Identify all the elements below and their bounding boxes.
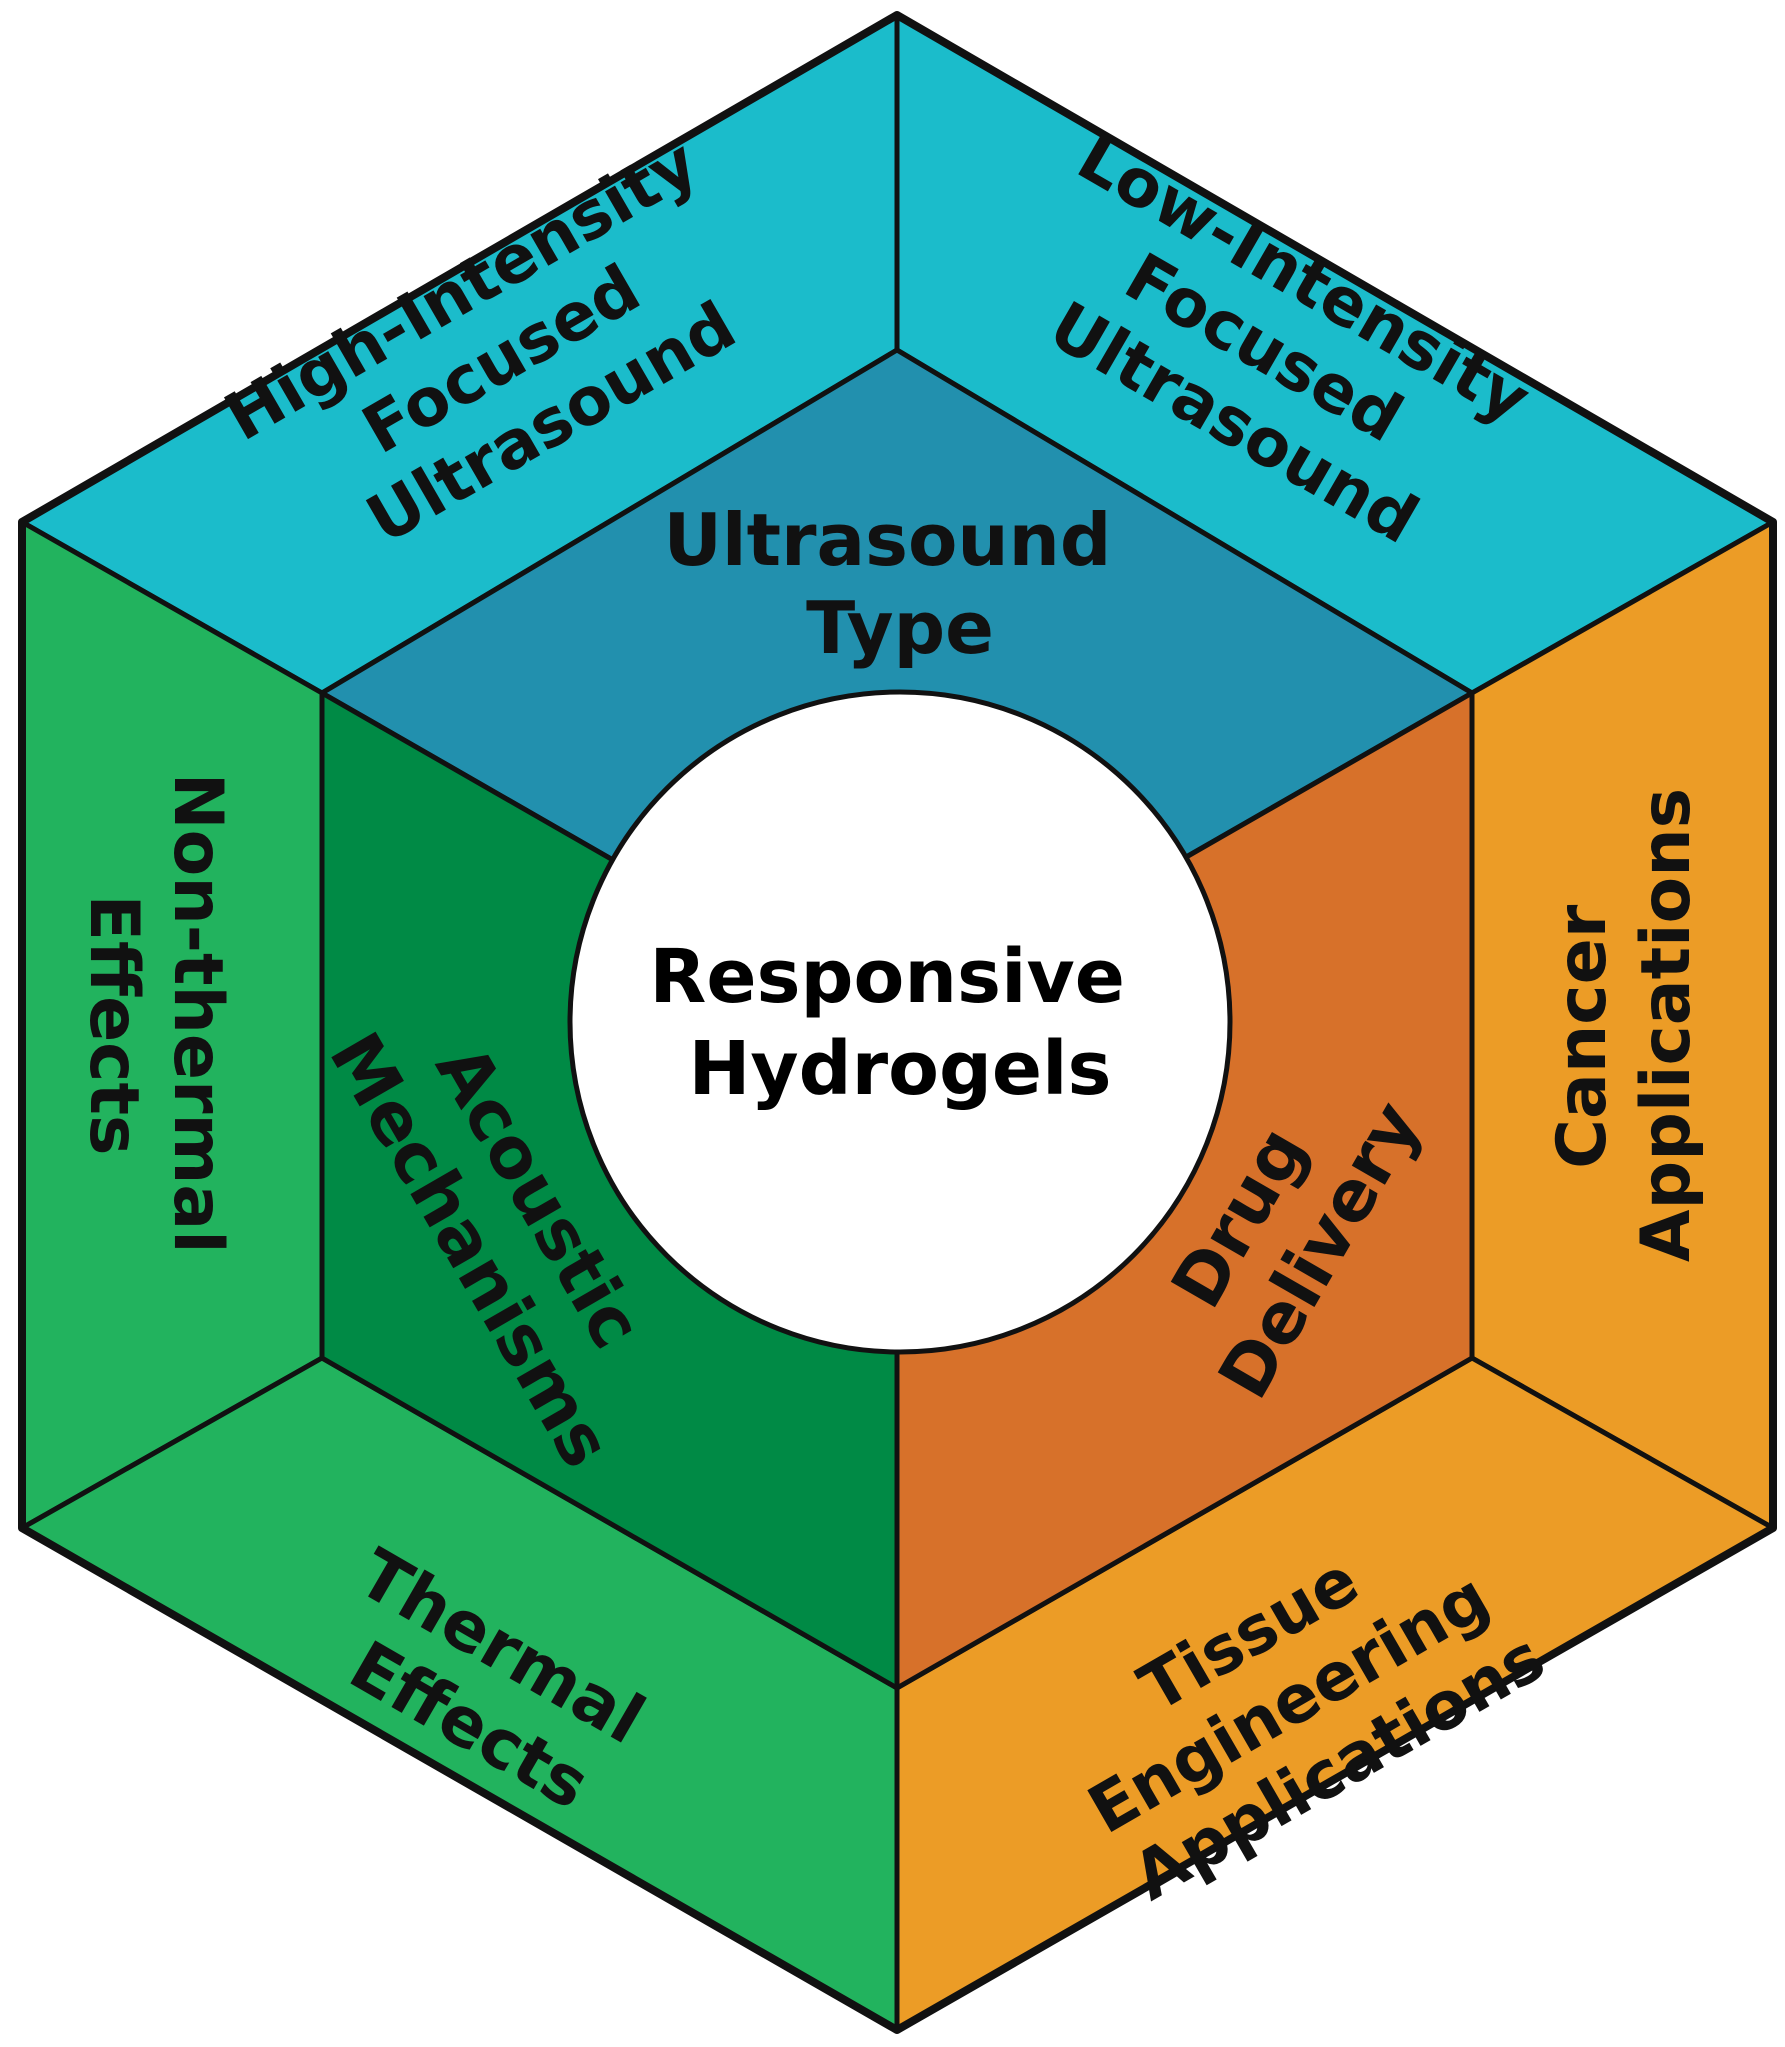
label-non-thermal-line-2: Effects [74,895,153,1156]
label-non-thermal: Non-thermal Effects [74,773,237,1278]
label-cancer-line-2: Applications [1627,788,1706,1262]
label-ultrasound-type-line-1: Ultrasound [663,498,1111,582]
region-cancer [1469,519,1776,1531]
label-cancer: Cancer Applications [1543,788,1706,1262]
label-ultrasound-type: Ultrasound Type [663,498,1136,670]
label-cancer-line-1: Cancer [1543,904,1622,1169]
center-title-line-2: Hydrogels [688,1026,1111,1112]
label-ultrasound-type-line-2: Type [806,586,994,670]
label-cancer-group: Cancer Applications [1543,788,1706,1262]
hexagon-outline [18,11,1777,2034]
center-title-line-1: Responsive [649,934,1125,1020]
center-circle [567,689,1233,1355]
label-non-thermal-group: Non-thermal Effects [74,773,237,1278]
label-non-thermal-line-1: Non-thermal [158,773,237,1254]
center-title: Responsive Hydrogels [649,934,1150,1112]
